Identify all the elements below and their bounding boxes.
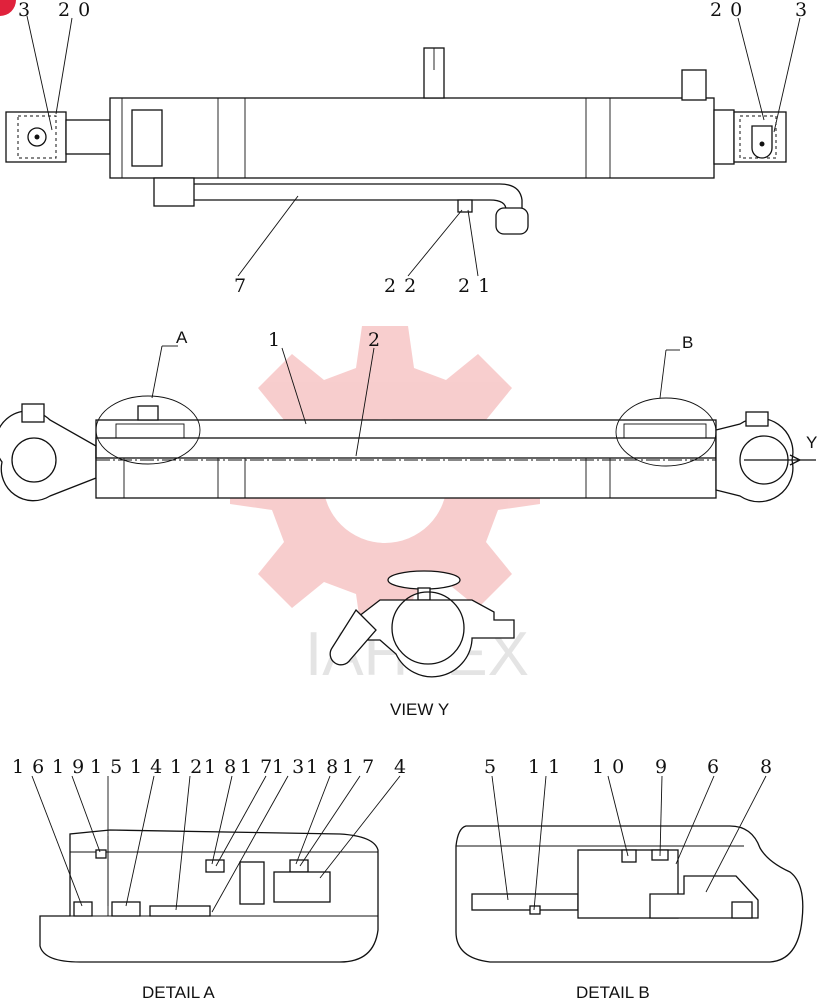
view-y-hose-icon (329, 608, 377, 666)
view-y-drawing (329, 570, 515, 678)
top-leaders (26, 15, 801, 277)
top-left-neck (65, 119, 111, 155)
middle-leaders (151, 345, 680, 457)
label-16: 1 6 (12, 756, 45, 778)
corner-badge-icon (0, 0, 16, 16)
label-18-a: 1 8 (204, 756, 237, 778)
view-y-arrow-head (789, 454, 802, 466)
mid-internal-a (115, 423, 185, 439)
label-13: 1 3 (272, 756, 305, 778)
label-6: 6 (707, 756, 720, 778)
top-left-clevis-hidden (17, 115, 57, 159)
mid-knob-a (137, 405, 159, 421)
label-8: 8 (760, 756, 773, 778)
detail-a-leaders (31, 775, 401, 913)
mid-left-grease-fitting (21, 403, 45, 423)
tube-left-nut (153, 177, 195, 207)
detail-b-part-5 (471, 893, 579, 911)
top-cylinder-body (109, 97, 715, 179)
detail-a-ring-18b (289, 859, 309, 873)
top-right-fitting (681, 69, 707, 101)
mid-cylinder-body (95, 419, 717, 499)
middle-cylinder-assembly (0, 395, 816, 503)
label-1: 1 (268, 329, 281, 351)
detail-a-outline (39, 829, 379, 963)
label-21: 2 1 (458, 275, 491, 297)
label-14: 1 4 (130, 756, 163, 778)
mid-left-eye-icon (11, 437, 57, 483)
top-left-pin-center (34, 134, 40, 140)
detail-a-seal-14 (111, 901, 141, 917)
view-y-stem (417, 587, 431, 601)
detail-b-ring-10 (621, 849, 637, 863)
label-20-top-left: 2 0 (58, 0, 91, 21)
label-20-top-right: 2 0 (710, 0, 743, 21)
caption-detail-a: DETAIL A (142, 983, 215, 1000)
label-9: 9 (655, 756, 668, 778)
label-detail-a-marker: A (176, 328, 188, 347)
detail-b-outline (455, 825, 804, 963)
detail-a-seal-16 (73, 901, 93, 917)
label-22: 2 2 (384, 275, 417, 297)
top-left-pin-icon (27, 127, 47, 147)
label-12: 1 2 (170, 756, 203, 778)
view-y-body (353, 599, 515, 678)
detail-b-part-8 (649, 875, 759, 919)
label-19: 1 9 (52, 756, 85, 778)
fitting-21-22 (457, 199, 473, 213)
detail-b-drawing (455, 825, 804, 963)
label-3-top-left: 3 (18, 0, 31, 21)
label-2: 2 (368, 329, 381, 351)
label-7: 7 (234, 275, 247, 297)
view-y-eye-icon (391, 591, 465, 665)
label-17-a: 1 7 (240, 756, 273, 778)
label-4: 4 (394, 756, 407, 778)
tube-right-elbow (495, 207, 529, 235)
label-17-b: 1 7 (342, 756, 375, 778)
top-right-clevis (733, 111, 787, 163)
mid-left-eye-housing (0, 410, 97, 502)
top-cylinder-assembly (0, 0, 787, 235)
detail-a-drawing (39, 829, 379, 963)
mid-right-fitting (745, 411, 769, 427)
top-right-pin-icon (751, 125, 773, 159)
detail-a-ring-18a (205, 859, 225, 873)
top-right-end-cap (713, 109, 735, 165)
caption-view-y: VIEW Y (390, 700, 449, 719)
label-11: 1 1 (528, 756, 561, 778)
detail-a-seal-19 (95, 849, 107, 859)
detail-a-part-13 (239, 861, 265, 905)
detail-a-part-12 (149, 905, 211, 917)
detail-b-nut (731, 901, 753, 919)
label-10: 1 0 (592, 756, 625, 778)
view-y-knob (387, 570, 461, 590)
label-18-b: 1 8 (306, 756, 339, 778)
detail-b-circle (615, 397, 717, 467)
caption-detail-b: DETAIL B (576, 983, 650, 1000)
label-3-top-right: 3 (795, 0, 808, 21)
top-right-clevis-hidden (739, 115, 777, 159)
detail-b-ring-11 (529, 905, 541, 915)
detail-b-leaders (491, 775, 767, 911)
label-detail-b-marker: B (682, 333, 693, 352)
mid-internal-b (623, 423, 707, 439)
label-15: 1 5 (90, 756, 123, 778)
top-right-pin-center (759, 141, 765, 147)
label-view-y-marker: Y (806, 433, 817, 452)
top-port-window (131, 109, 163, 167)
detail-a-circle (95, 395, 201, 465)
label-5: 5 (484, 756, 497, 778)
